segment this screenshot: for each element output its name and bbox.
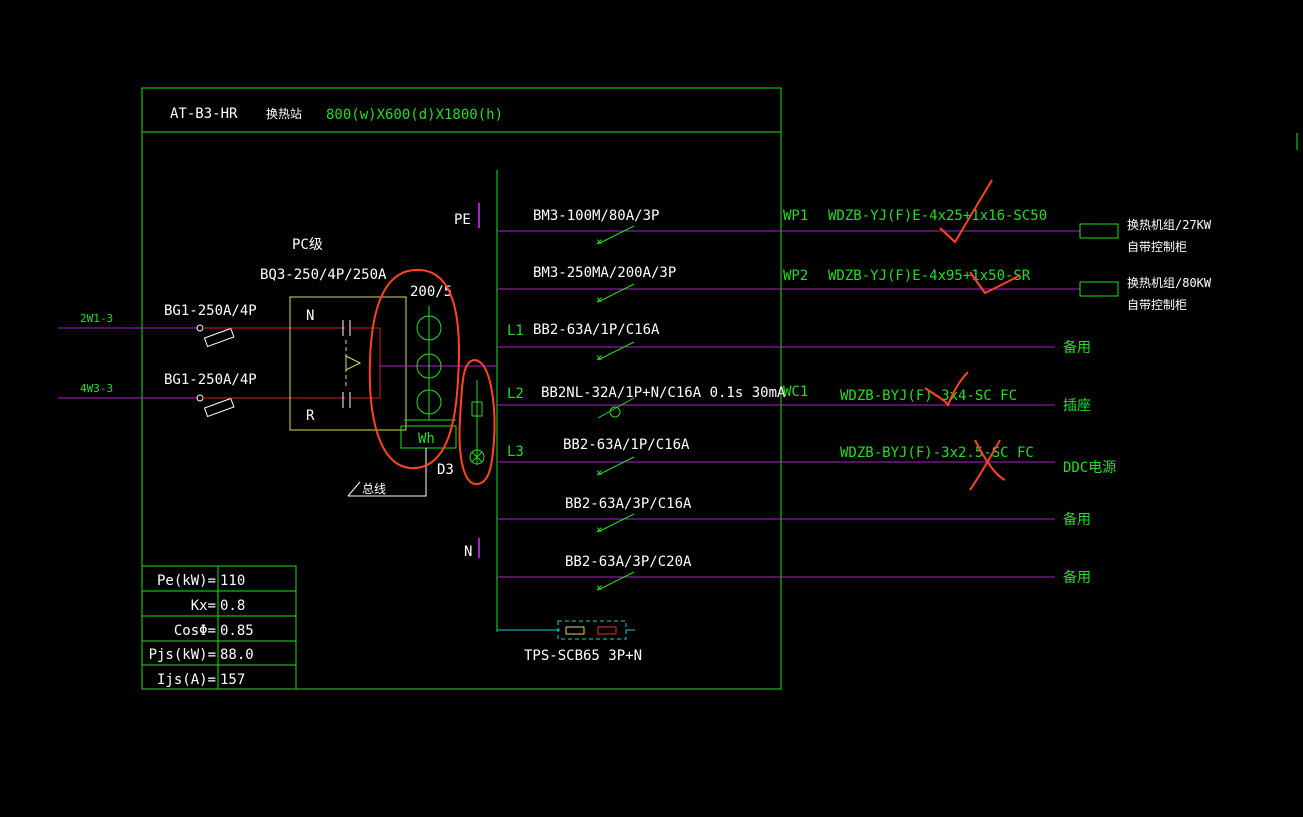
incoming-label-1: 2W1-3 <box>80 312 113 325</box>
table-label-cos: CosΦ= <box>174 623 216 639</box>
markup-annotations <box>368 179 1021 491</box>
circuit-2-load-2: 自带控制柜 <box>1127 298 1187 312</box>
indicator-lamp-icon <box>469 449 485 465</box>
svg-text:×: × <box>596 235 603 248</box>
table-value-pjs: 88.0 <box>220 647 254 663</box>
table-label-pjs: Pjs(kW)= <box>149 647 216 663</box>
panel-id: AT-B3-HR <box>170 106 238 122</box>
circuit-1: × BM3-100M/80A/3P WP1 WDZB-YJ(F)E-4x25+1… <box>497 208 1212 254</box>
circuit-5-phase: L3 <box>507 444 524 460</box>
main-breaker-label: BQ3-250/4P/250A <box>260 267 387 283</box>
circuit-1-cable: WDZB-YJ(F)E-4x25+1x16-SC50 <box>828 208 1047 224</box>
circuit-3-load: 备用 <box>1063 339 1091 356</box>
pc-label: PC级 <box>292 237 323 253</box>
table-value-pe: 110 <box>220 573 245 589</box>
bus-note: 总线 <box>362 482 386 496</box>
circuit-4-load: 插座 <box>1063 398 1091 414</box>
circuit-4-breaker: BB2NL-32A/1P+N/C16A 0.1s 30mA <box>541 385 786 401</box>
circuit-4: L2 BB2NL-32A/1P+N/C16A 0.1s 30mA WC1 WDZ… <box>497 384 1091 419</box>
n-label: N <box>306 308 314 324</box>
table-label-ijs: Ijs(A)= <box>157 672 216 688</box>
markup-check-1 <box>939 179 993 244</box>
fuse-symbol <box>471 401 483 417</box>
circuit-2-cable: WDZB-YJ(F)E-4x95+1x50-SR <box>828 268 1031 284</box>
n-bus-label: N <box>464 544 472 560</box>
circuit-5-cable: WDZB-BYJ(F)-3x2.5-SC FC <box>840 445 1034 461</box>
svg-text:×: × <box>596 523 603 536</box>
panel-name: 换热站 <box>266 107 302 121</box>
circuit-4-phase: L2 <box>507 386 524 402</box>
table-label-pe: Pe(kW)= <box>157 573 216 589</box>
circuit-6-load: 备用 <box>1063 511 1091 528</box>
circuit-3-breaker: BB2-63A/1P/C16A <box>533 322 660 338</box>
markup-circle-d3 <box>458 358 496 486</box>
circuit-2: × BM3-250MA/200A/3P WP2 WDZB-YJ(F)E-4x95… <box>497 265 1212 312</box>
circuit-6-breaker: BB2-63A/3P/C16A <box>565 496 692 512</box>
ats-box <box>289 296 407 431</box>
load-table: Pe(kW)= 110 Kx= 0.8 CosΦ= 0.85 Pjs(kW)= … <box>141 565 297 690</box>
svg-text:×: × <box>596 466 603 479</box>
spd-label: TPS-SCB65 3P+N <box>524 648 642 664</box>
table-label-kx: Kx= <box>191 598 216 614</box>
circuit-5: × L3 BB2-63A/1P/C16A WDZB-BYJ(F)-3x2.5-S… <box>497 437 1116 479</box>
circuit-1-breaker: BM3-100M/80A/3P <box>533 208 659 224</box>
incoming-feeder-1: 2W1-3 BG1-250A/4P <box>58 303 345 348</box>
markup-check-3 <box>924 371 969 408</box>
surge-protector: TPS-SCB65 3P+N <box>497 620 642 664</box>
svg-text:×: × <box>596 293 603 306</box>
circuit-6: × BB2-63A/3P/C16A 备用 <box>497 496 1091 536</box>
meter-label: Wh <box>418 431 435 447</box>
svg-text:×: × <box>596 351 603 364</box>
incoming-feeder-2: 4W3-3 BG1-250A/4P <box>58 372 345 418</box>
circuit-1-load-2: 自带控制柜 <box>1127 240 1187 254</box>
ct-1 <box>416 315 442 341</box>
d3-label: D3 <box>437 462 454 478</box>
ct-2 <box>416 353 442 379</box>
pe-label: PE <box>454 212 471 228</box>
circuit-3: × L1 BB2-63A/1P/C16A 备用 <box>497 322 1091 364</box>
table-value-ijs: 157 <box>220 672 245 688</box>
circuit-4-id: WC1 <box>783 384 808 400</box>
r-label: R <box>306 408 315 424</box>
circuit-2-breaker: BM3-250MA/200A/3P <box>533 265 676 281</box>
incoming-breaker-1: BG1-250A/4P <box>164 303 257 319</box>
circuit-1-id: WP1 <box>783 208 808 224</box>
circuit-7: × BB2-63A/3P/C20A 备用 <box>497 554 1091 594</box>
markup-cross <box>969 439 1006 491</box>
svg-text:×: × <box>596 581 603 594</box>
table-value-cos: 0.85 <box>220 623 254 639</box>
circuit-7-breaker: BB2-63A/3P/C20A <box>565 554 692 570</box>
energy-meter <box>400 425 457 449</box>
table-value-kx: 0.8 <box>220 598 245 614</box>
circuit-1-load: 换热机组/27KW <box>1127 218 1212 232</box>
incoming-label-2: 4W3-3 <box>80 382 113 395</box>
circuit-7-load: 备用 <box>1063 569 1091 586</box>
circuit-4-cable: WDZB-BYJ(F)-3x4-SC FC <box>840 388 1017 404</box>
circuit-2-load: 换热机组/80KW <box>1127 276 1212 290</box>
circuit-5-load: DDC电源 <box>1063 460 1116 476</box>
circuit-2-id: WP2 <box>783 268 808 284</box>
markup-circle-ct <box>368 268 461 470</box>
ct-ratio: 200/5 <box>410 284 452 300</box>
circuit-5-breaker: BB2-63A/1P/C16A <box>563 437 690 453</box>
panel-size: 800(w)X600(d)X1800(h) <box>326 107 503 123</box>
incoming-breaker-2: BG1-250A/4P <box>164 372 257 388</box>
markup-check-2 <box>969 271 1021 295</box>
circuit-3-phase: L1 <box>507 323 524 339</box>
panel-frame <box>141 87 782 690</box>
ct-3 <box>416 389 442 415</box>
